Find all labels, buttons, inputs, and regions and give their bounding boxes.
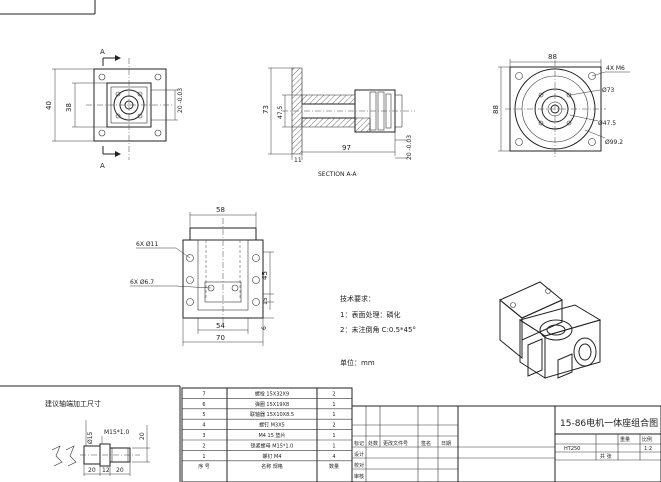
bom-cell-no: 1: [202, 454, 205, 460]
title-block: 15-86电机一体座组合图 HT250 重量 比例 1:2 共 张 标记 处数 …: [351, 405, 661, 482]
tb-head-count: 处数: [368, 440, 378, 447]
dim-15: 15: [262, 297, 269, 305]
bom-cell-qty: 2: [332, 423, 335, 429]
bom-cell-no: 6: [202, 402, 205, 408]
dim-88-height: 88: [492, 105, 500, 114]
section-view: 73 47.5 11 97 20 -0.03 SECTION A-A: [262, 67, 415, 178]
bom-header-head_qty: 数量: [329, 463, 339, 470]
tb-head-change: 更改文件号: [383, 440, 408, 447]
bom-cell-name: 螺钉 M3X5: [259, 422, 285, 429]
shaft-detail: 建议轴端加工尺寸 Ø15 M15*1.0 20 20 12 20: [0, 385, 181, 482]
bom-cell-qty: 1: [332, 433, 335, 439]
dim-70: 70: [216, 334, 225, 342]
tb-row-design: 设计: [354, 451, 364, 458]
bom-cell-qty: 4: [332, 454, 335, 460]
bom-cell-qty: 1: [332, 412, 335, 418]
notes-line-2: 2：未注倒角 C:0.5*45°: [340, 325, 416, 334]
dim-58: 58: [216, 206, 225, 214]
bom-cell-qty: 1: [332, 402, 335, 408]
bom-header-head_name: 名称 规格: [261, 463, 283, 470]
flange-view: 88 88 4X M6 Ø73 Ø47.5 Ø99.2: [492, 53, 630, 158]
tb-head-date: 日期: [441, 441, 451, 447]
dim-dia-99-2: Ø99.2: [605, 139, 623, 146]
tb-head-mark: 标记: [354, 440, 364, 447]
shaft-dim-20-vertical: 20: [139, 432, 146, 440]
isometric-view: [499, 281, 602, 379]
bom-cell-name: 弹圈 15X19X8: [255, 401, 289, 408]
material: HT250: [564, 446, 580, 452]
tb-row-review: 审核: [354, 473, 364, 480]
dim-54: 54: [216, 322, 225, 330]
shaft-dia-15: Ø15: [87, 431, 94, 444]
notes-line-1: 1：表面处理：磷化: [340, 310, 400, 319]
drawing-title: 15-86电机一体座组合图: [560, 417, 658, 429]
dim-40: 40: [45, 101, 53, 110]
bom-cell-name: 联轴器 15X10X8.5: [250, 411, 294, 418]
shaft-title: 建议轴端加工尺寸: [45, 399, 101, 408]
bom-cell-name: 锁紧螺母 M15*1.0: [251, 442, 294, 449]
dim-dia-73: Ø73: [602, 87, 615, 94]
base-view: 58 45 15 6 54 70 6X Ø11 6X Ø6.7: [130, 206, 274, 346]
dim-sec-tol: 20 -0.03: [406, 135, 413, 160]
shaft-m15: M15*1.0: [104, 429, 130, 436]
bom-header-head_no: 序 号: [198, 463, 210, 470]
dim-73: 73: [262, 105, 270, 114]
dim-97: 97: [342, 144, 351, 152]
front-view: A A 40 38 20 -0.03: [45, 48, 184, 170]
bom-cell-qty: 2: [332, 391, 335, 397]
section-mark-a-top: A: [100, 48, 105, 56]
note-6x-dia-11: 6X Ø11: [136, 241, 158, 248]
bom-cell-qty: 1: [332, 443, 335, 449]
label-sheets: 共 张: [600, 453, 612, 460]
dim-dia-47-5: Ø47.5: [598, 120, 616, 127]
tb-head-sign: 签名: [421, 440, 431, 447]
dim-11: 11: [294, 157, 302, 164]
tb-row-check: 校对: [354, 462, 364, 469]
note-6x-dia-6-7: 6X Ø6.7: [130, 279, 154, 286]
section-label: SECTION A-A: [318, 171, 357, 178]
bom-cell-no: 3: [202, 433, 205, 439]
shaft-dim-20-left: 20: [88, 467, 96, 474]
bom-cell-name: 螺钉 M4: [262, 453, 281, 460]
dim-45: 45: [261, 271, 269, 280]
scale-value: 1:2: [644, 446, 652, 452]
label-scale: 比例: [642, 436, 652, 443]
notes-title: 技术要求：: [340, 294, 375, 303]
bom-cell-name: M4 15 垫片: [258, 432, 285, 439]
notes-unit: 单位：mm: [340, 358, 375, 367]
dim-4x-m6: 4X M6: [606, 65, 625, 72]
bom-cell-no: 5: [202, 412, 205, 418]
dim-6: 6: [261, 326, 268, 330]
dim-38: 38: [65, 103, 73, 112]
bom-cell-no: 7: [202, 391, 205, 397]
label-weight: 重量: [620, 436, 630, 443]
shaft-dim-20-right: 20: [116, 467, 124, 474]
section-mark-a-bottom: A: [100, 162, 105, 170]
dim-47-5: 47.5: [277, 105, 284, 119]
corner-frame: [0, 0, 96, 15]
tech-notes: 技术要求： 1：表面处理：磷化 2：未注倒角 C:0.5*45° 单位：mm: [340, 294, 416, 367]
shaft-dim-12: 12: [102, 467, 110, 474]
bom-cell-no: 4: [202, 423, 205, 429]
bom-cell-name: 螺栓 15X32X9: [255, 390, 289, 397]
dim-88-width: 88: [548, 53, 557, 61]
dim-front-tol: 20 -0.03: [177, 88, 184, 113]
bom-cell-no: 2: [202, 443, 205, 449]
bom-table: 7 螺栓 15X32X9 2 6 弹圈 15X19X8 1 5 联轴器 15X10X8.5 1 4…: [181, 387, 353, 482]
